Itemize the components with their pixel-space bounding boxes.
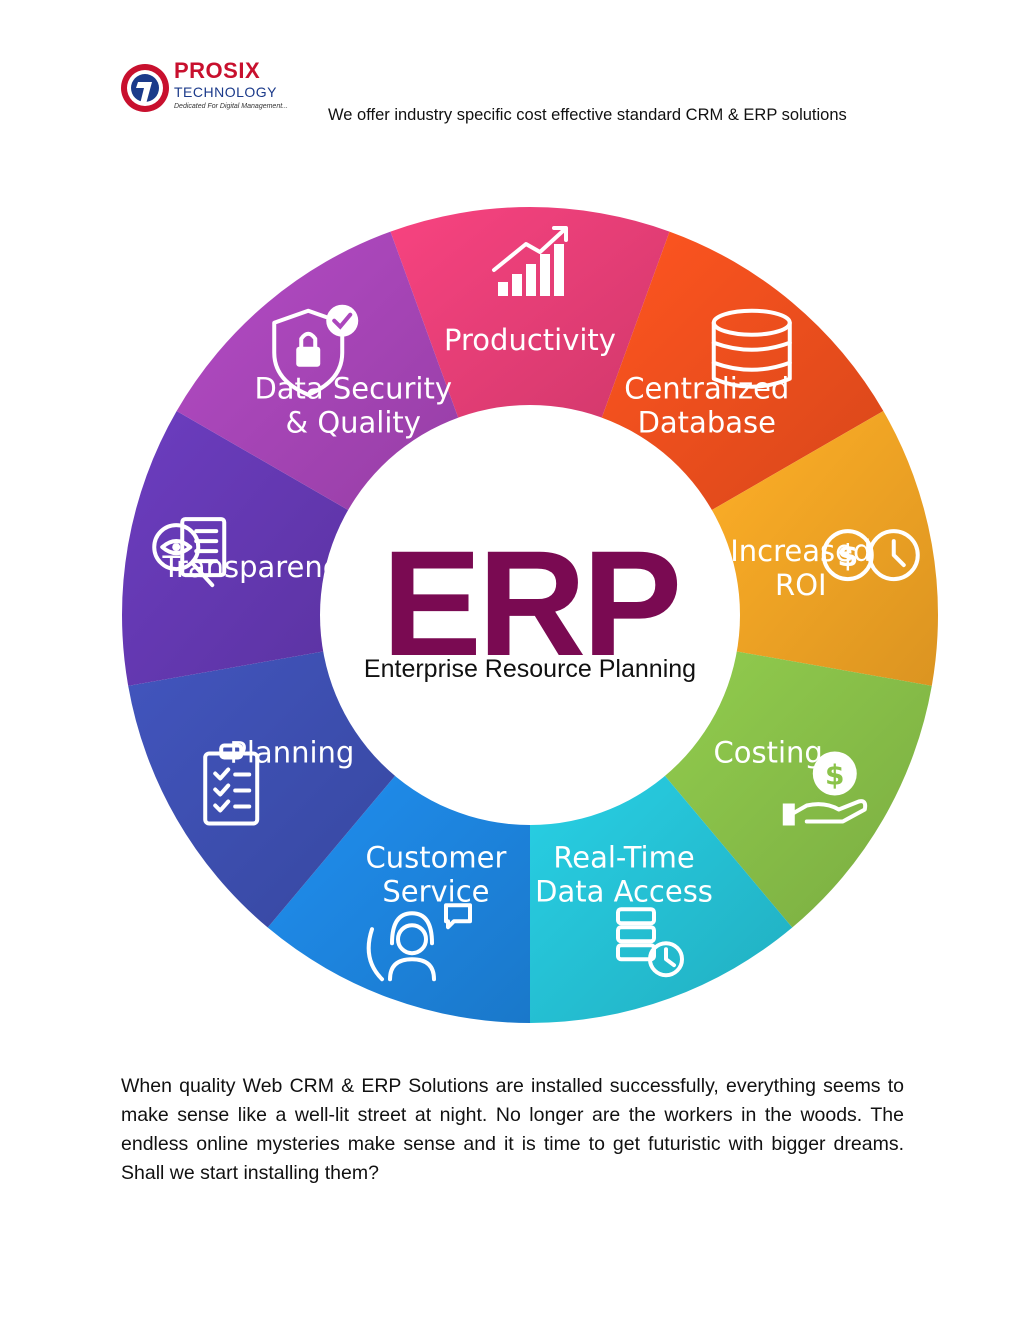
segment-shape [598,231,884,515]
segment-shape [658,649,932,928]
money-hand-icon: $ [782,751,868,826]
segment-shape [176,231,462,515]
segment-shape [390,207,670,428]
support-agent-icon [366,903,473,982]
prosix-logo[interactable]: PROSIX TECHNOLOGY Dedicated For Digital … [118,56,288,128]
shield-lock-icon [272,304,359,397]
segment-shape [122,411,357,686]
erp-title: ERP [382,519,678,687]
magnifier-eye-icon [152,517,227,588]
wheel-center-disc [320,405,740,825]
svg-text:$: $ [825,759,844,792]
segment-label: Costing [713,736,822,770]
growth-chart-icon [492,226,568,296]
logo-name: PROSIX [174,58,261,83]
erp-subtitle: Enterprise Resource Planning [364,655,696,683]
dollar-clock-icon: $ [821,529,920,582]
header-tagline: We offer industry specific cost effectiv… [328,106,847,124]
logo-sub: TECHNOLOGY [174,84,278,100]
segment-label: Planning [229,736,354,770]
database-icon [711,308,792,389]
segment-shape [703,411,939,686]
segment-label: Data Security& Quality [254,371,452,439]
wheel-segment: Planning [128,649,402,928]
segment-shape [530,768,793,1023]
intro-paragraph: When quality Web CRM & ERP Solutions are… [121,1075,904,1184]
segment-label: Productivity [444,323,616,357]
page-header: PROSIX TECHNOLOGY Dedicated For Digital … [0,0,1024,150]
wheel-segment: Data Security& Quality [176,231,462,515]
wheel-segment: Productivity [390,207,670,428]
svg-text:$: $ [837,539,858,574]
segment-shape [267,768,530,1023]
logo-emblem-icon [121,64,169,112]
server-clock-icon [615,907,684,978]
logo-tagline: Dedicated For Digital Management... [174,103,288,110]
wheel-segment: $Costing [658,649,932,928]
segment-shape [128,649,402,928]
checklist-icon [203,743,260,826]
